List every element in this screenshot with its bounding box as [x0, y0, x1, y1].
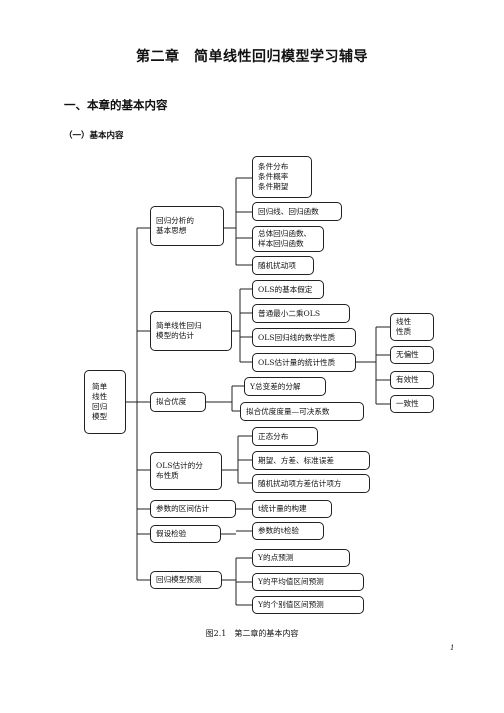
node-label: 拟合优度度量—可决系数 [246, 406, 330, 416]
property-label: 一致性 [396, 399, 419, 408]
node-label: Y的点预测 [258, 553, 294, 562]
node-individual-interval-prediction: Y的个别值区间预测 [252, 596, 364, 614]
node-conditional: 条件分布 条件概率 条件期望 [252, 156, 312, 198]
topic-label: 参数的区间估计 [156, 504, 210, 513]
node-moments: 期望、方差、标准误差 [252, 451, 370, 470]
topic-hypothesis-testing: 假设检验 [150, 525, 221, 543]
node-label: Y的平均值区间预测 [258, 577, 324, 586]
page-number: 1 [450, 644, 455, 652]
root-node: 简单 线性 回归 模型 [84, 370, 126, 434]
topic-interval-estimation: 参数的区间估计 [150, 500, 236, 518]
node-ols-stat-properties: OLS估计量的统计性质 [252, 353, 356, 372]
node-mean-interval-prediction: Y的平均值区间预测 [252, 573, 364, 591]
node-ols: 普通最小二乘OLS [252, 304, 350, 323]
node-point-prediction: Y的点预测 [252, 549, 350, 567]
topic-label: 回归分析的 基本思想 [156, 216, 194, 235]
node-label: 条件分布 条件概率 条件期望 [258, 162, 289, 191]
node-variance-estimate: 随机扰动项方差估计项方 [252, 474, 370, 493]
node-label: OLS回归线的数学性质 [258, 332, 336, 342]
node-r-squared: 拟合优度度量—可决系数 [240, 402, 364, 421]
topic-label: 假设检验 [156, 529, 187, 538]
node-label: Y的个别值区间预测 [258, 600, 324, 609]
topic-ols-distribution: OLS估计的分 布性质 [150, 452, 222, 490]
node-label: 普通最小二乘OLS [258, 308, 321, 318]
property-label: 线性 性质 [396, 317, 412, 336]
topic-label: 回归模型预测 [156, 575, 202, 584]
property-label: 无偏性 [396, 350, 419, 359]
node-label: OLS估计量的统计性质 [258, 357, 336, 367]
topic-model-estimation: 简单线性回归 模型的估计 [150, 311, 232, 351]
node-label: 参数的t检验 [258, 526, 300, 535]
topic-goodness-of-fit: 拟合优度 [150, 392, 206, 412]
node-label: 随机扰动项方差估计项方 [258, 478, 342, 488]
chapter-title: 第二章 简单线性回归模型学习辅导 [136, 49, 368, 65]
node-variation-decomposition: Y总变差的分解 [244, 377, 326, 396]
node-label: 正态分布 [258, 431, 289, 441]
node-regression-line: 回归线、回归函数 [252, 202, 342, 221]
node-disturbance: 随机扰动项 [252, 256, 314, 275]
topic-regression-idea: 回归分析的 基本思想 [150, 206, 224, 246]
topic-label: 拟合优度 [156, 397, 187, 406]
node-label: t统计量的构建 [258, 504, 307, 513]
node-label: OLS的基本假定 [258, 284, 313, 294]
node-t-test: 参数的t检验 [252, 522, 324, 540]
node-normal-distribution: 正态分布 [252, 427, 318, 446]
node-ols-math-properties: OLS回归线的数学性质 [252, 328, 356, 347]
node-label: 回归线、回归函数 [258, 206, 319, 216]
node-label: 期望、方差、标准误差 [258, 455, 334, 465]
root-label: 简单 线性 回归 模型 [92, 382, 108, 421]
node-ols-assumptions: OLS的基本假定 [252, 280, 324, 299]
property-efficiency: 有效性 [390, 371, 434, 389]
property-consistency: 一致性 [390, 395, 434, 413]
node-t-statistic: t统计量的构建 [252, 500, 332, 518]
figure-caption: 图2.1 第二章的基本内容 [205, 629, 299, 638]
node-population-sample: 总体回归函数、 样本回归函数 [252, 226, 324, 252]
property-label: 有效性 [396, 375, 419, 384]
node-label: 总体回归函数、 样本回归函数 [258, 229, 312, 248]
subsection-heading: （一）基本内容 [64, 131, 124, 141]
section-heading: 一、本章的基本内容 [64, 98, 168, 112]
node-label: 随机扰动项 [258, 260, 296, 270]
property-unbiasedness: 无偏性 [390, 346, 434, 364]
property-linearity: 线性 性质 [390, 313, 434, 341]
topic-label: 简单线性回归 模型的估计 [156, 321, 202, 340]
topic-prediction: 回归模型预测 [150, 571, 222, 589]
node-label: Y总变差的分解 [250, 381, 301, 391]
topic-label: OLS估计的分 布性质 [156, 461, 203, 480]
